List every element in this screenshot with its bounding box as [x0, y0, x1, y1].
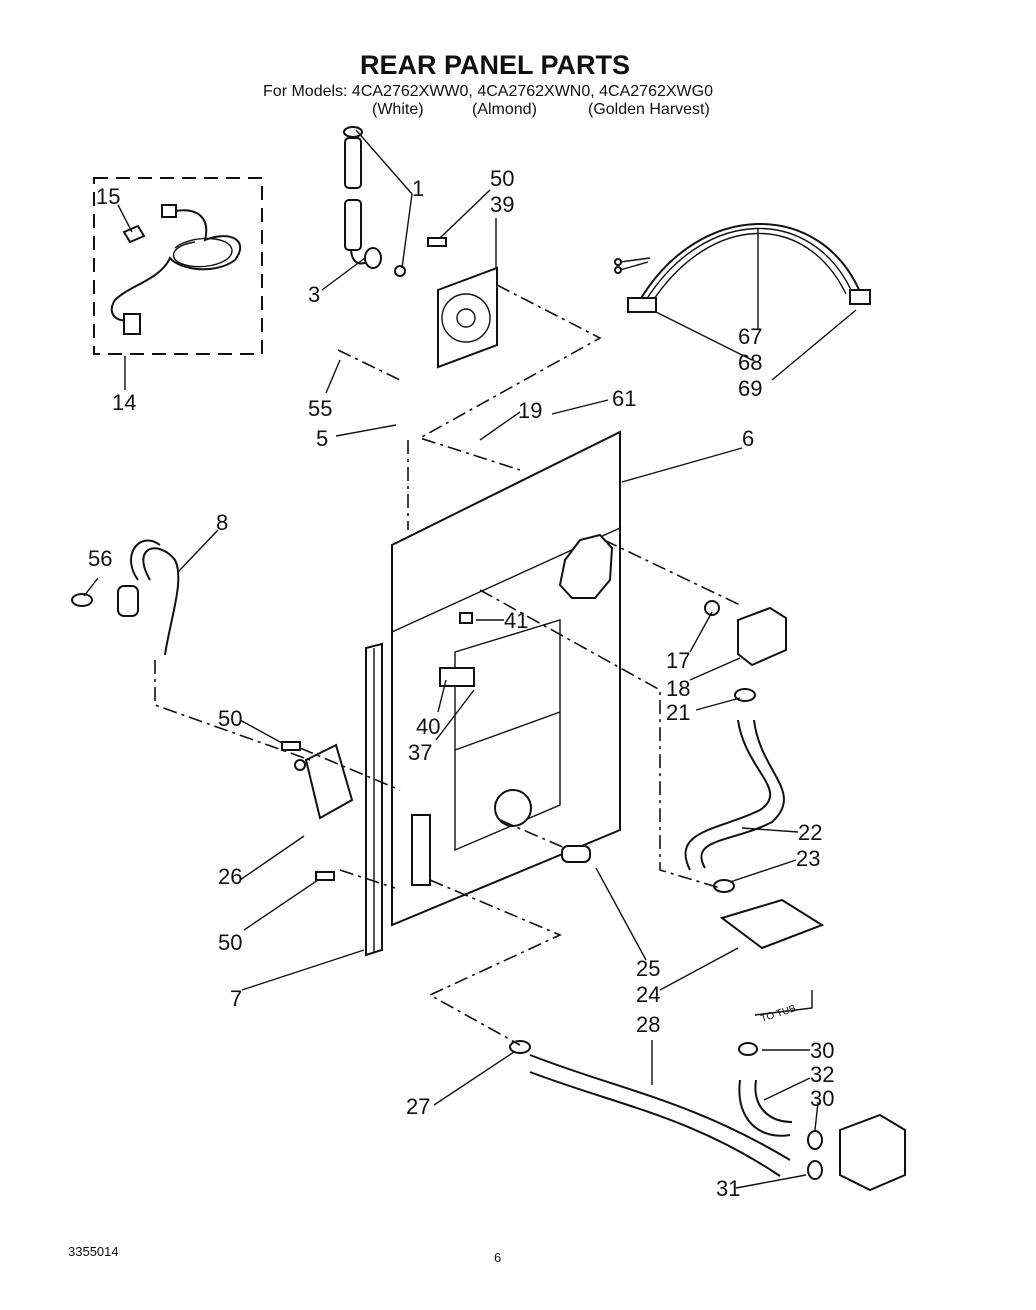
cord-clip: [122, 224, 146, 244]
callout-1: 1: [412, 176, 424, 201]
callout-50-top: 50: [490, 166, 514, 191]
callout-32: 32: [810, 1062, 834, 1087]
callout-30-bottom: 30: [810, 1086, 834, 1111]
callout-21: 21: [666, 700, 690, 725]
color-golden-harvest: (Golden Harvest): [588, 101, 710, 118]
callout-30-top: 30: [810, 1038, 834, 1063]
color-white: (White): [372, 101, 424, 118]
power-cord: [110, 209, 242, 322]
wire-harness: [614, 223, 871, 313]
side-rail: [365, 642, 383, 957]
rear-panel: [391, 430, 621, 927]
inlet-hose-and-pump: [561, 719, 825, 950]
power-cord-coil: [172, 237, 233, 268]
callout-31: 31: [716, 1176, 740, 1201]
drain-hose: [71, 539, 180, 656]
cord-plug: [161, 204, 177, 218]
callout-5: 5: [316, 426, 328, 451]
water-valve: [704, 600, 787, 702]
models-line: For Models: 4CA2762XWW0, 4CA2762XWN0, 4C…: [263, 83, 713, 100]
callout-69: 69: [738, 376, 762, 401]
callout-37: 37: [408, 740, 432, 765]
callout-28: 28: [636, 1012, 660, 1037]
outlet-plate: [427, 237, 498, 369]
power-cord-box: [93, 177, 263, 355]
callout-50-low: 50: [218, 930, 242, 955]
tub-hose: TO TUB: [509, 990, 906, 1192]
callout-26: 26: [218, 864, 242, 889]
callout-27: 27: [406, 1094, 430, 1119]
callout-17: 17: [666, 648, 690, 673]
leader-lines: [83, 129, 857, 1189]
cord-connector: [123, 313, 141, 335]
drain-bracket: [281, 741, 354, 881]
callouts: 1 3 14 15 50 39 55 5 19 61 6 67 68 69 8 …: [88, 166, 834, 1201]
document-number: 3355014: [68, 1244, 119, 1259]
power-cord-group: [93, 177, 263, 355]
callout-41: 41: [504, 608, 528, 633]
callout-61: 61: [612, 386, 636, 411]
alignment-lines: [154, 284, 741, 1046]
callout-19: 19: [518, 398, 542, 423]
callout-3: 3: [308, 282, 320, 307]
color-almond: (Almond): [472, 101, 537, 118]
callout-55: 55: [308, 396, 332, 421]
page-title: REAR PANEL PARTS: [360, 50, 630, 80]
callout-22: 22: [798, 820, 822, 845]
callout-68: 68: [738, 350, 762, 375]
callout-40: 40: [416, 714, 440, 739]
callout-6: 6: [742, 426, 754, 451]
page-number: 6: [494, 1250, 501, 1265]
callout-50-mid: 50: [218, 706, 242, 731]
callout-7: 7: [230, 986, 242, 1011]
callout-67: 67: [738, 324, 762, 349]
callout-24: 24: [636, 982, 660, 1007]
callout-56: 56: [88, 546, 112, 571]
callout-25: 25: [636, 956, 660, 981]
to-tub-label: TO TUB: [760, 1003, 798, 1025]
callout-15: 15: [96, 184, 120, 209]
callout-18: 18: [666, 676, 690, 701]
fill-inlet-assembly: [343, 126, 406, 277]
callout-39: 39: [490, 192, 514, 217]
callout-23: 23: [796, 846, 820, 871]
callout-14: 14: [112, 390, 136, 415]
callout-8: 8: [216, 510, 228, 535]
